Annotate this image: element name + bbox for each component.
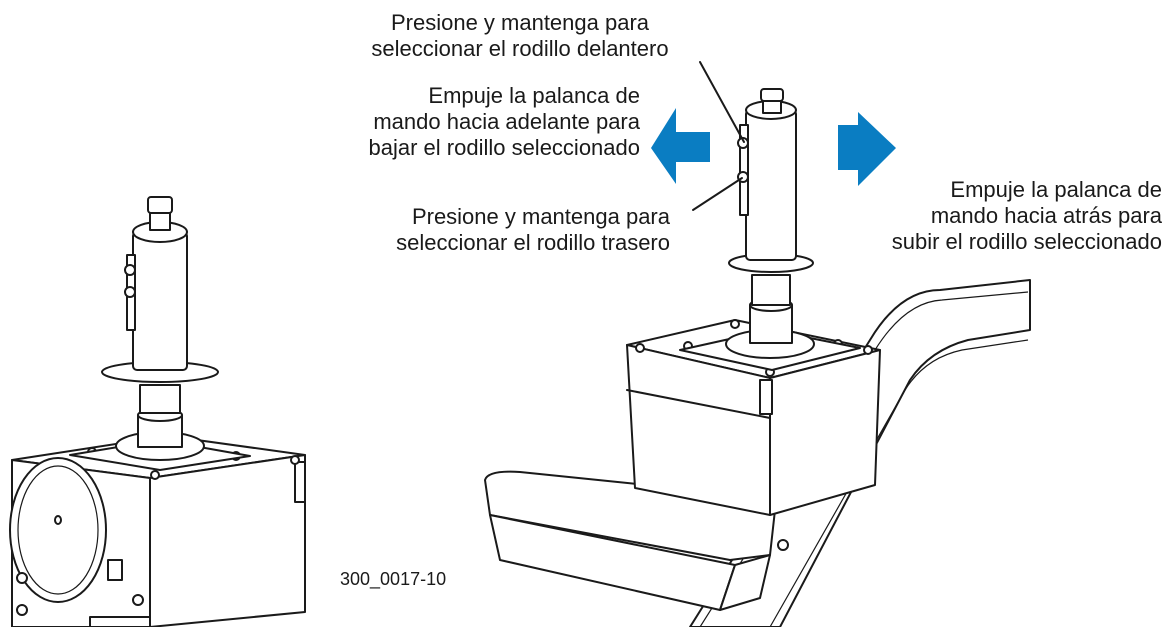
leader-front-roller — [699, 61, 745, 143]
figure-code: 300_0017-10 — [340, 569, 447, 589]
left-box-side — [149, 454, 306, 628]
leader-rear-roller — [692, 177, 743, 211]
right-joystick-assembly — [484, 88, 1031, 628]
raise-roller-label: Empuje la palanca de mando hacia atrás p… — [891, 177, 1162, 254]
left-knob — [9, 457, 107, 603]
right-joystick-handle — [745, 109, 797, 261]
front-roller-label: Presione y mantenga para seleccionar el … — [371, 10, 669, 61]
arrow-forward — [651, 108, 710, 184]
left-joystick-assembly — [9, 196, 306, 628]
lower-roller-label: Empuje la palanca de mando hacia adelant… — [368, 83, 641, 160]
right-handle-buttons — [739, 124, 749, 216]
left-box-tab — [294, 461, 306, 503]
right-box-side — [769, 349, 881, 516]
rear-roller-label: Presione y mantenga para seleccionar el … — [396, 204, 670, 255]
arrow-backward — [838, 112, 896, 186]
left-joystick-handle — [132, 231, 188, 371]
